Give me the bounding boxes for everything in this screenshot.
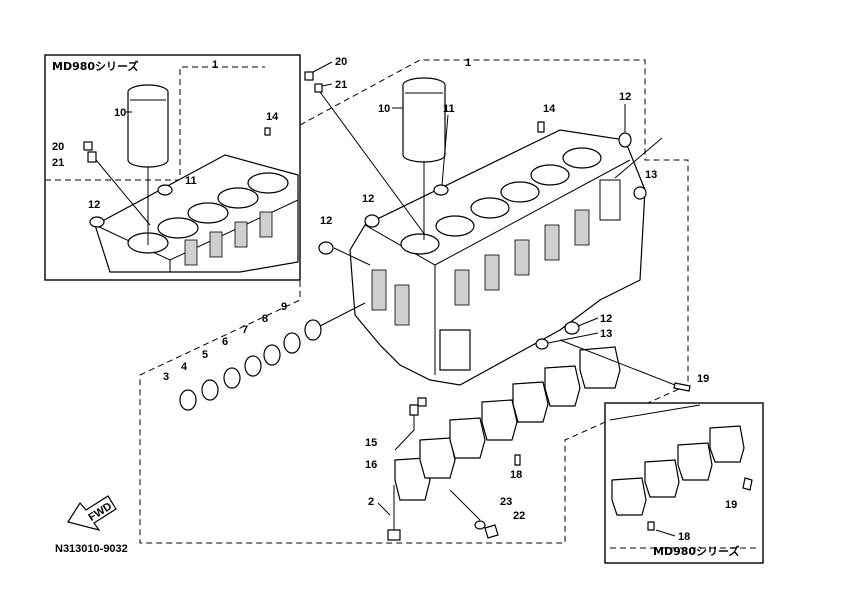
inset-top-boundary <box>45 66 265 181</box>
callout-7: 7 <box>242 324 248 336</box>
callout-9: 9 <box>281 301 287 313</box>
inset-engine-block <box>94 154 299 273</box>
dowel-14 <box>537 121 545 133</box>
callout-10-inset: 10 <box>114 107 126 119</box>
inset-bottom-title: MD980シリーズ <box>653 544 740 558</box>
plug-parts-20-21 <box>304 71 426 236</box>
callout-4: 4 <box>181 361 188 373</box>
pin-18 <box>514 454 521 466</box>
inset-bearing-caps <box>609 404 753 531</box>
inset-top-title: MD980シリーズ <box>52 59 139 73</box>
plug-22-23 <box>449 489 499 539</box>
callout-19: 19 <box>697 373 709 385</box>
callout-11: 11 <box>443 103 455 115</box>
drawing-code: N313010-9032 <box>55 543 128 555</box>
callout-12-a: 12 <box>619 91 631 103</box>
callout-18: 18 <box>510 469 522 481</box>
callout-12-c: 12 <box>320 215 332 227</box>
plug-12-b <box>364 214 380 228</box>
inset-parts-small <box>83 127 271 228</box>
callout-12-d: 12 <box>600 313 612 325</box>
plug-13-b <box>535 338 549 350</box>
fitting-15-16 <box>394 397 427 451</box>
pin-19 <box>673 382 691 392</box>
callout-11-inset: 11 <box>185 175 197 187</box>
callout-13-a: 13 <box>645 169 657 181</box>
camshaft-bushings <box>179 302 366 411</box>
callout-15: 15 <box>365 437 377 449</box>
callout-21-inset: 21 <box>52 157 64 169</box>
cylinder-liner <box>402 77 446 163</box>
callout-12-inset: 12 <box>88 199 100 211</box>
callout-2: 2 <box>368 496 374 508</box>
callout-19-inset: 19 <box>725 499 737 511</box>
callout-3: 3 <box>163 371 169 383</box>
main-group-boundary <box>139 59 689 544</box>
plug-11 <box>433 184 449 196</box>
bolt-2 <box>387 485 401 541</box>
main-bearing-caps <box>394 346 621 501</box>
callout-20-inset: 20 <box>52 141 64 153</box>
callout-13-b: 13 <box>600 328 612 340</box>
fwd-arrow-icon: FWD <box>67 495 117 531</box>
callout-22: 22 <box>513 510 525 522</box>
plug-12-d <box>564 321 580 335</box>
callout-16: 16 <box>365 459 377 471</box>
callout-1: 1 <box>465 57 471 69</box>
callout-14: 14 <box>543 103 556 115</box>
callout-6: 6 <box>222 336 228 348</box>
plug-13-a <box>633 186 647 200</box>
callout-18-inset: 18 <box>678 531 690 543</box>
callout-10: 10 <box>378 103 390 115</box>
callout-21: 21 <box>335 79 347 91</box>
callout-20: 20 <box>335 56 347 68</box>
plug-12-c <box>318 241 334 255</box>
cylinder-block <box>349 129 646 386</box>
callout-1-inset: 1 <box>212 59 218 71</box>
inset-cylinder-liner <box>127 84 169 168</box>
callout-12-b: 12 <box>362 193 374 205</box>
plug-12-a <box>618 132 632 148</box>
callout-5: 5 <box>202 349 208 361</box>
callout-14-inset: 14 <box>266 111 279 123</box>
callout-23: 23 <box>500 496 512 508</box>
callout-8: 8 <box>262 313 268 325</box>
